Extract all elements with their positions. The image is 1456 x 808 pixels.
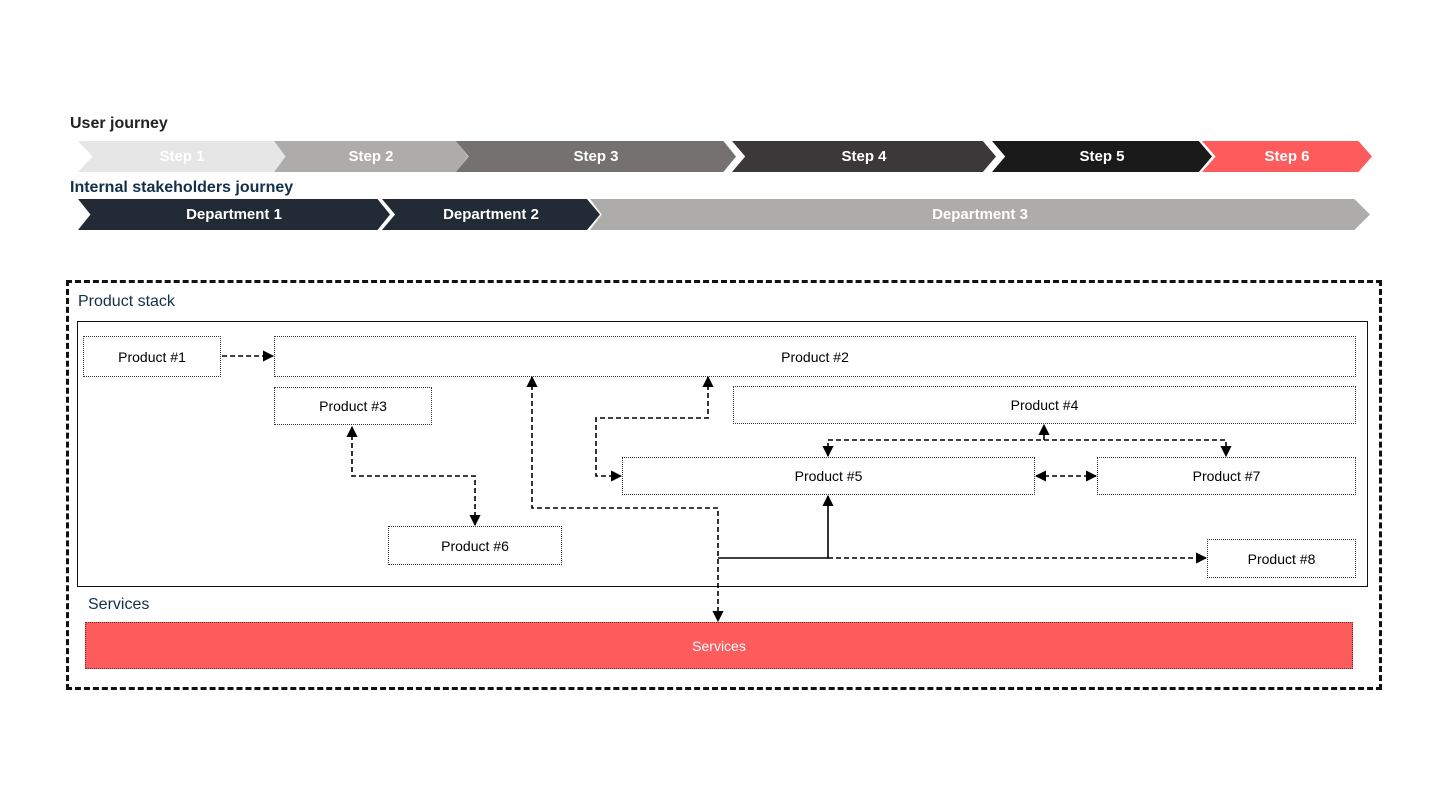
department-1-label: Department 1 [186, 206, 282, 223]
connector-p4-p5-p7 [822, 439, 1232, 458]
step-3-chevron: Step 3 [456, 141, 736, 172]
product-4-box: Product #4 [733, 386, 1356, 424]
product-7-box: Product #7 [1097, 457, 1356, 495]
services-bar: Services [85, 622, 1353, 669]
department-3-chevron: Department 3 [590, 199, 1370, 230]
product-3-box: Product #3 [274, 387, 432, 425]
connector-p2-services [526, 375, 724, 623]
step-5-label: Step 5 [1079, 148, 1125, 165]
department-2-label: Department 2 [443, 206, 539, 223]
product-8-box: Product #8 [1207, 539, 1356, 578]
product-1-label: Product #1 [118, 348, 186, 365]
user-journey-title: User journey [70, 115, 168, 132]
connector-p3-p6 [346, 425, 481, 527]
step-1-label: Step 1 [159, 148, 205, 165]
product-6-label: Product #6 [441, 537, 509, 554]
product-7-label: Product #7 [1192, 468, 1261, 484]
services-title: Services [88, 596, 150, 613]
connector-services-p5 [718, 494, 834, 559]
step-6-chevron: Step 6 [1202, 141, 1372, 172]
department-2-chevron: Department 2 [382, 199, 600, 230]
product-4-label: Product #4 [1010, 397, 1079, 413]
step-1-chevron: Step 1 [78, 141, 286, 172]
product-5-label: Product #5 [794, 468, 863, 484]
department-3-label: Department 3 [932, 206, 1028, 223]
step-5-chevron: Step 5 [992, 141, 1212, 172]
architecture-container [66, 280, 1382, 690]
department-1-chevron: Department 1 [78, 199, 390, 230]
product-stack-title: Product stack [78, 293, 175, 310]
product-1-box: Product #1 [83, 336, 221, 377]
step-4-chevron: Step 4 [732, 141, 996, 172]
connector-p2-p5 [595, 375, 714, 482]
step-4-label: Step 4 [841, 148, 887, 165]
services-bar-label: Services [692, 637, 746, 654]
step-3-label: Step 3 [573, 148, 619, 165]
product-2-box: Product #2 [274, 336, 1356, 377]
step-2-label: Step 2 [348, 148, 394, 165]
stakeholders-journey-title: Internal stakeholders journey [70, 179, 294, 196]
product-2-label: Product #2 [781, 348, 849, 365]
step-6-label: Step 6 [1264, 148, 1310, 165]
product-8-label: Product #8 [1247, 550, 1316, 567]
product-3-label: Product #3 [319, 398, 387, 414]
step-2-chevron: Step 2 [274, 141, 468, 172]
